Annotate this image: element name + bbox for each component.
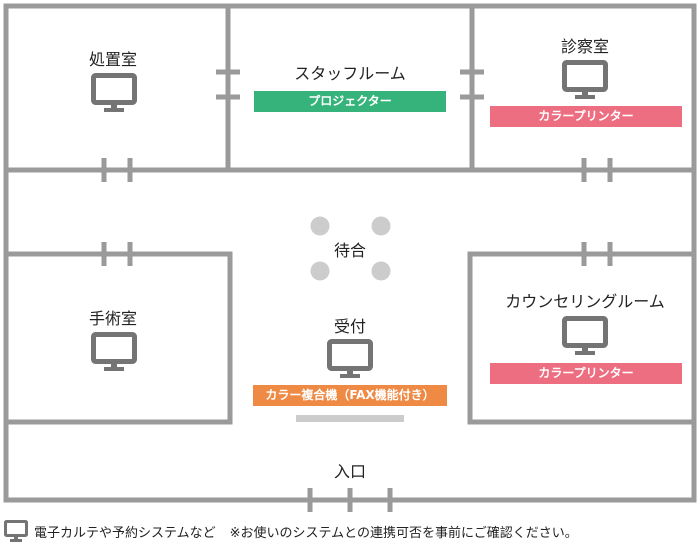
legend-note: ※お使いのシステムとの連携可否を事前にご確認ください。 [229,525,578,541]
device-tag-projector: プロジェクター [254,91,446,112]
monitor-icon [91,332,137,371]
waiting-chair [371,261,391,281]
monitor-icon [4,520,28,542]
monitor-icon [327,339,373,378]
room-label-surgery: 手術室 [88,309,138,328]
device-tag-color-printer: カラープリンター [490,363,682,384]
waiting-chair [371,216,391,236]
room-label-reception: 受付 [333,317,367,336]
legend-label: 電子カルテや予約システムなど [34,525,216,541]
room-label-exam: 診察室 [560,37,610,56]
monitor-icon [562,60,608,99]
monitor-icon [91,73,137,112]
monitor-icon [562,316,608,355]
room-label-counseling: カウンセリングルーム [505,292,665,311]
reception-counter [296,415,404,422]
room-label-waiting: 待合 [333,241,367,260]
room-label-staff: スタッフルーム [294,64,406,83]
room-label-treatment: 処置室 [88,50,138,69]
device-tag-color-printer: カラープリンター [490,106,682,127]
legend: 電子カルテや予約システムなど ※お使いのシステムとの連携可否を事前にご確認くださ… [4,520,578,542]
surgery-room-wall [6,251,233,425]
waiting-chair [310,261,330,281]
waiting-chair [310,216,330,236]
room-label-entrance: 入口 [333,462,367,481]
device-tag-multifunction: カラー複合機（FAX機能付き） [253,385,447,406]
